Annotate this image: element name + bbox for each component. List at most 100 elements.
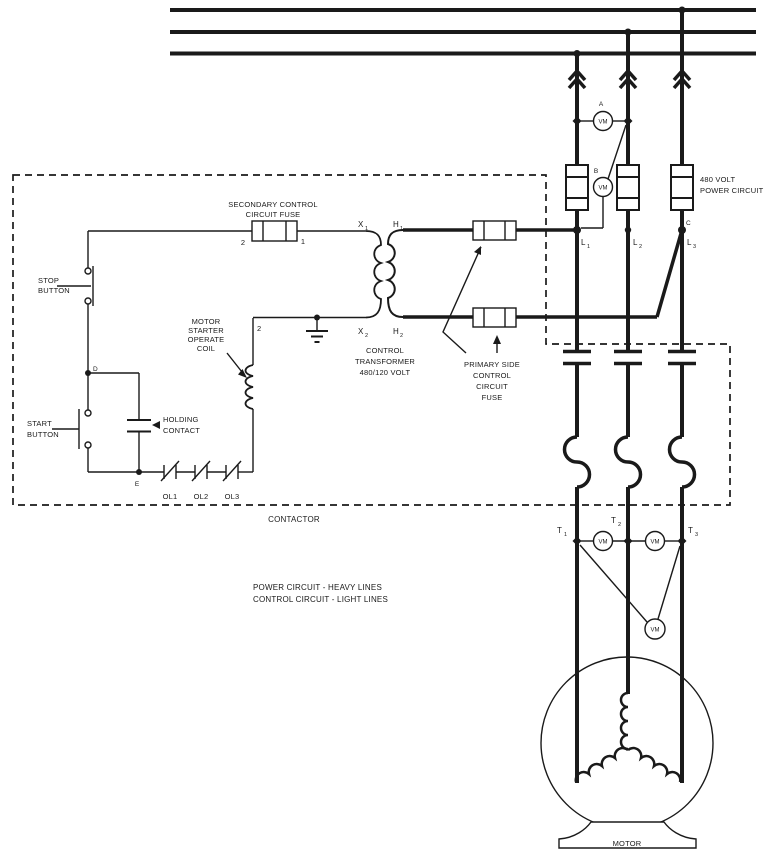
voltmeter-t12-text: VM — [599, 540, 608, 546]
primary-fuse-label-3: CIRCUIT — [476, 382, 508, 391]
ol3-slash — [222, 460, 242, 482]
stop-terminal-bottom — [84, 297, 92, 305]
ol3-contact-symbol — [222, 460, 242, 482]
fuse-body — [565, 164, 589, 211]
terminal-h1: H — [393, 220, 399, 229]
text-labels: SECONDARY CONTROL CIRCUIT FUSE 2 1 X 1 H… — [27, 175, 764, 848]
main-contact-l1 — [563, 349, 591, 366]
terminal-t3: T — [688, 526, 693, 535]
voltmeter-t12 — [592, 530, 614, 552]
coil-label-1: MOTOR — [192, 317, 221, 326]
point-c-label: C — [686, 220, 691, 227]
junction-d — [85, 370, 91, 376]
voltmeter-t13-text: VM — [651, 628, 660, 634]
terminal-h1-sub: 1 — [400, 226, 403, 232]
disconnect-chevron-l1 — [567, 68, 587, 90]
primary-fuse-leader-1 — [442, 246, 482, 354]
coil-leader-arrow — [238, 369, 247, 378]
wye-winding-top — [619, 691, 629, 751]
motor-base — [558, 821, 697, 849]
chevron-2 — [618, 76, 638, 90]
junction-l3-terminal — [678, 226, 686, 234]
terminal-h2-sub: 2 — [400, 333, 403, 339]
ol1-slash — [160, 460, 180, 482]
main-contact-l3 — [668, 349, 696, 366]
voltmeter-t23-text: VM — [651, 540, 660, 546]
transformer-label-1: CONTROL — [366, 346, 404, 355]
fuse-l2 — [616, 164, 640, 211]
primary-fuse-arrow-2 — [493, 335, 501, 344]
ol1-contact-symbol — [160, 460, 180, 482]
start-button-symbol — [52, 409, 92, 449]
bus-tap-l2 — [624, 28, 632, 36]
bus-tap-l3 — [678, 6, 686, 14]
fuse-l1 — [565, 164, 589, 211]
ol1-label: OL1 — [163, 492, 178, 501]
holding-contact-symbol — [127, 419, 151, 433]
start-button-label-1: START — [27, 419, 52, 428]
point-a-label: A — [599, 101, 604, 108]
ol3-label: OL3 — [225, 492, 240, 501]
terminal-l3-sub: 3 — [693, 244, 696, 250]
h2-feed-diagonal — [655, 229, 684, 318]
power-circuit-label-2: POWER CIRCUIT — [700, 186, 764, 195]
fuse-l3 — [670, 164, 694, 211]
ground-symbol — [306, 314, 328, 343]
terminal-l3: L — [687, 238, 692, 247]
primary-fuse-arrow-1 — [474, 246, 481, 255]
contactor-boundary — [12, 174, 731, 506]
ol2-contact-symbol — [191, 460, 211, 482]
chevron-1 — [618, 68, 638, 82]
disconnect-chevron-l2 — [618, 68, 638, 90]
vm-t13-wire-left — [579, 544, 648, 623]
junction-l1-terminal — [573, 226, 581, 234]
coil-label-4: COIL — [197, 344, 215, 353]
coil-leader-line — [226, 352, 243, 373]
fuse-body — [616, 164, 640, 211]
chevron-2 — [672, 76, 692, 90]
terminal-l2-sub: 2 — [639, 244, 642, 250]
power-circuit — [170, 6, 756, 849]
stop-button-label-2: BUTTON — [38, 286, 70, 295]
voltmeter-a — [592, 110, 614, 132]
chevron-1 — [672, 68, 692, 82]
fuse-body — [472, 220, 517, 241]
start-terminal-bottom — [84, 441, 92, 449]
wye-winding-left — [574, 746, 629, 783]
coil-label-2: STARTER — [188, 326, 224, 335]
secondary-fuse-symbol — [251, 220, 298, 242]
tap-t2 — [623, 536, 633, 546]
motor-label: MOTOR — [613, 839, 642, 848]
start-button-label-2: BUTTON — [27, 430, 59, 439]
primary-fuse-label-1: PRIMARY SIDE — [464, 360, 520, 369]
holding-contact-label-2: CONTACT — [163, 426, 200, 435]
power-circuit-label-1: 480 VOLT — [700, 175, 735, 184]
voltmeter-a-text: VM — [599, 120, 608, 126]
wire-2-label: 2 — [257, 324, 261, 333]
contactor-label: CONTACTOR — [268, 515, 320, 524]
terminal-l1-sub: 1 — [587, 244, 590, 250]
legend-note-1: POWER CIRCUIT - HEAVY LINES — [253, 583, 382, 592]
transformer-label-2: TRANSFORMER — [355, 357, 415, 366]
chevron-2 — [567, 76, 587, 90]
vm-a-tap-l2 — [623, 116, 633, 126]
voltmeter-b — [592, 176, 614, 198]
secondary-fuse-label-1: SECONDARY CONTROL — [228, 200, 317, 209]
voltmeter-t23 — [644, 530, 666, 552]
stop-button-label-1: STOP — [38, 276, 59, 285]
overload-heater-l1 — [562, 435, 592, 489]
junction-l2-terminal — [624, 226, 632, 234]
terminal-t1: T — [557, 526, 562, 535]
ol2-slash — [191, 460, 211, 482]
operate-coil-symbol — [244, 364, 254, 410]
overload-heater-l2 — [613, 435, 643, 489]
terminal-x2-sub: 2 — [365, 333, 368, 339]
secondary-fuse-body — [251, 220, 298, 242]
terminal-h2: H — [393, 327, 399, 336]
terminal-x2: X — [358, 327, 364, 336]
fuse-body — [670, 164, 694, 211]
disconnect-chevron-l3 — [672, 68, 692, 90]
main-contact-l2 — [614, 349, 642, 366]
